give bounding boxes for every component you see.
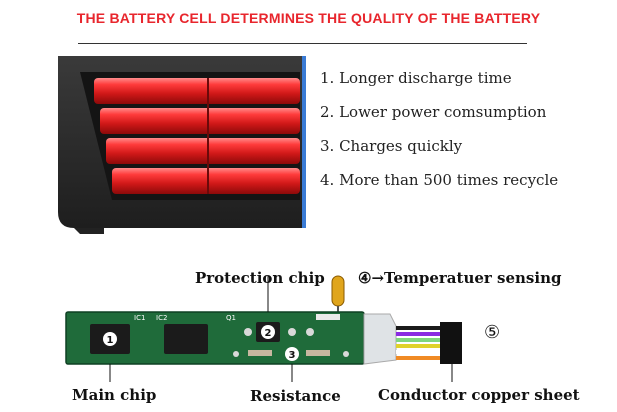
pcb-pad (343, 351, 349, 357)
pcb-pad (233, 351, 239, 357)
protection-chip-label: Protection chip (195, 269, 325, 287)
battery-foot (74, 228, 104, 234)
resistor (248, 350, 272, 356)
badge-5-text: ⑤ (484, 322, 500, 343)
resistance-label: Resistance (250, 387, 341, 405)
pcb-pad (244, 328, 252, 336)
badge-main-chip (103, 332, 117, 346)
wire-connector (440, 322, 462, 364)
badge-2-text: 2 (265, 328, 272, 339)
feature-item: 2. Lower power comsumption (320, 103, 547, 121)
features-list: 1. Longer discharge time 2. Lower power … (320, 64, 558, 200)
headline: THE BATTERY CELL DETERMINES THE QUALITY … (0, 8, 617, 27)
cell-3 (106, 138, 300, 164)
wire-bundle (396, 326, 440, 360)
temp-sensor (331, 275, 345, 307)
pin-header (316, 314, 340, 320)
pcb-image: IC1 IC2 Q1 1 2 3 ⑤ (65, 275, 500, 382)
resistor (306, 350, 330, 356)
cell-4 (112, 168, 300, 194)
battery-cells-image (58, 56, 306, 234)
ic2-chip (164, 324, 208, 354)
badge-1-text: 1 (107, 335, 114, 346)
cell-2 (100, 108, 300, 134)
battery-edge (302, 56, 306, 228)
feature-item: 4. More than 500 times recycle (320, 171, 559, 189)
pcb-pad (288, 328, 296, 336)
temperature-sensing-label: ④→Temperatuer sensing (358, 269, 562, 287)
copper-sheet-label: Conductor copper sheet (378, 386, 580, 404)
badge-3-text: 3 (289, 350, 296, 361)
feature-item: 1. Longer discharge time (320, 69, 512, 87)
silk-ic1: IC1 (134, 314, 145, 322)
cell-1 (94, 78, 300, 104)
headline-text: THE BATTERY CELL DETERMINES THE QUALITY … (76, 10, 541, 26)
headline-underline (78, 43, 527, 44)
badge-protection-chip (261, 325, 275, 339)
silk-ic2: IC2 (156, 314, 167, 322)
pcb-connector-tab (363, 313, 397, 365)
feature-item: 3. Charges quickly (320, 137, 463, 155)
main-chip-label: Main chip (72, 386, 157, 404)
pcb-pad (306, 328, 314, 336)
silk-q1: Q1 (226, 314, 236, 322)
badge-resistance (285, 347, 299, 361)
